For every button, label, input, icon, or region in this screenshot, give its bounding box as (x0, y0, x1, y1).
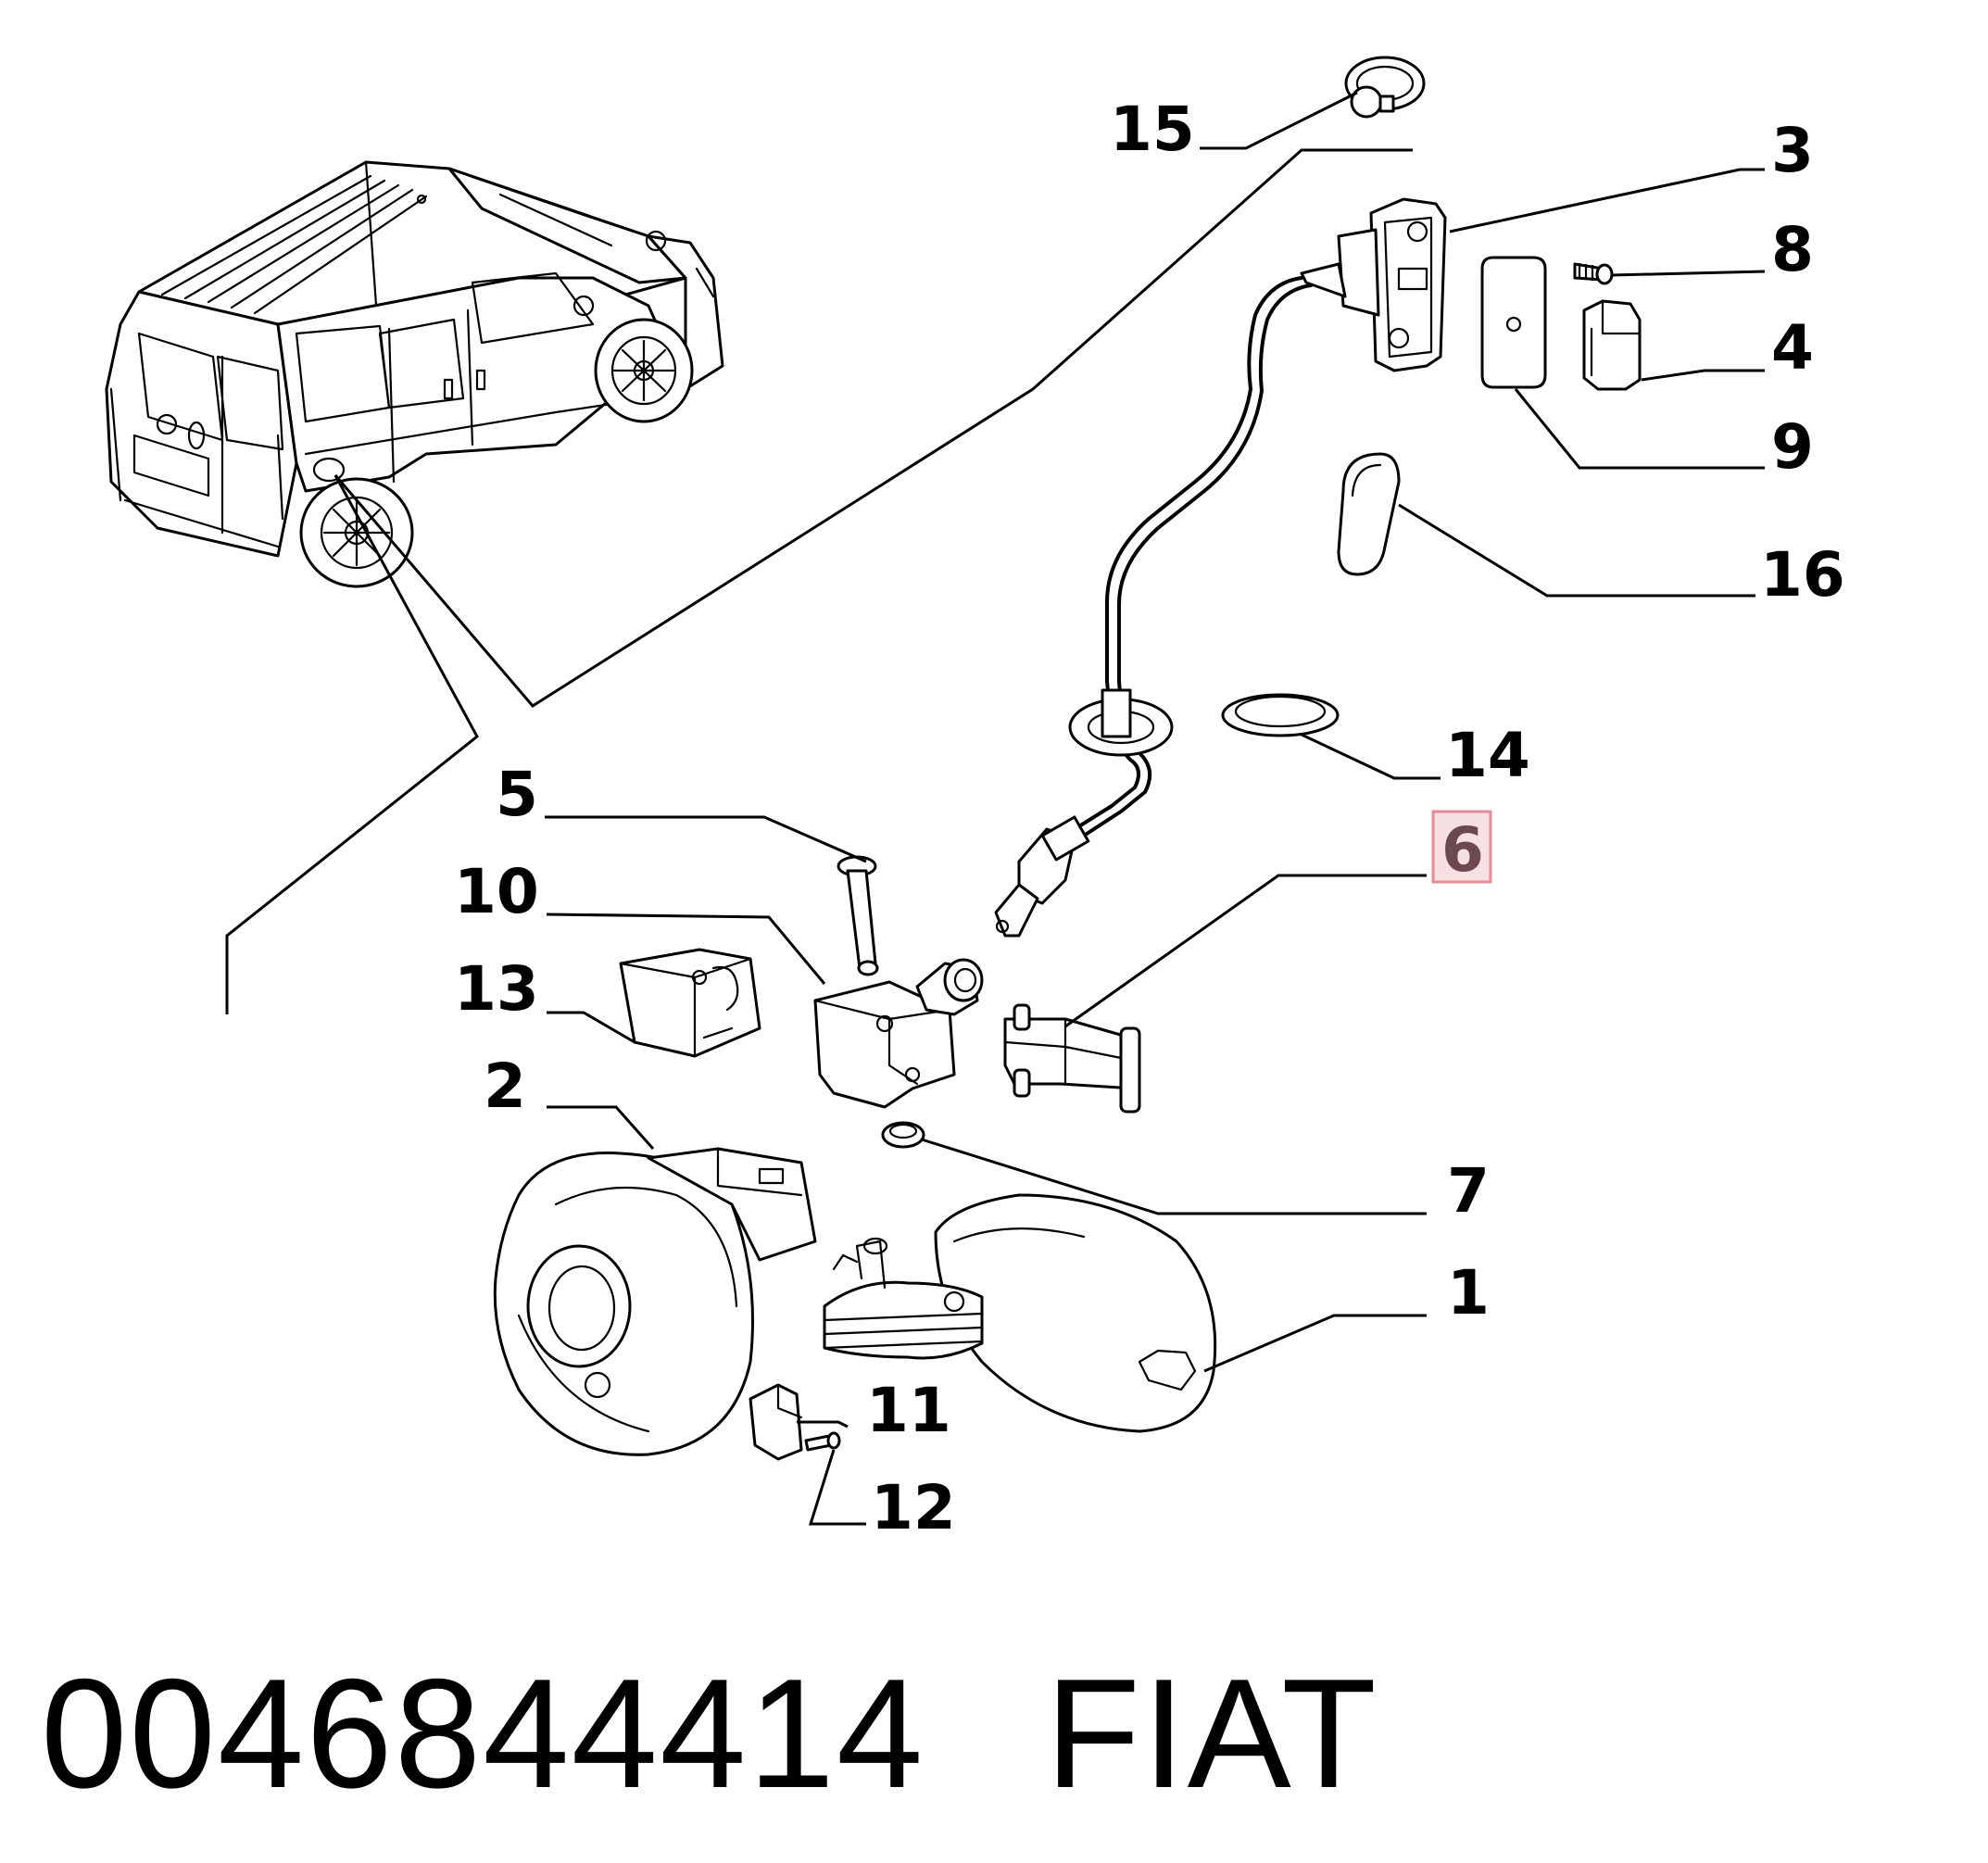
part-number: 0046844414 (41, 1646, 925, 1820)
callout-8: 8 (1771, 214, 1814, 285)
part-6-hinge (1003, 1003, 1141, 1114)
zoom-guide-lines (225, 148, 1413, 1014)
callout-5: 5 (496, 759, 538, 830)
part-11-clip (749, 1383, 803, 1461)
callout-7: 7 (1447, 1155, 1490, 1227)
callout-16: 16 (1760, 539, 1845, 611)
part-16-oval-cover (1337, 452, 1401, 576)
part-9-pad (1480, 256, 1547, 389)
part-13-bracket (619, 948, 761, 1058)
part-3-release-housing (1300, 197, 1447, 372)
callout-15: 15 (1110, 94, 1195, 165)
part-5-pin (837, 855, 879, 976)
callout-11: 11 (866, 1375, 951, 1446)
callout-3: 3 (1771, 115, 1814, 186)
callout-13: 13 (454, 953, 539, 1025)
brand-name: FIAT (1045, 1646, 1378, 1820)
part-caption: 0046844414 FIAT (41, 1644, 1378, 1823)
part-15-cable-clip (1344, 56, 1426, 119)
part-12-screw (804, 1431, 841, 1452)
part-10-hinge-bracket (813, 958, 984, 1109)
vehicle-illustration (105, 160, 724, 588)
part-14-grommet (1221, 693, 1340, 737)
part-8-screw (1573, 262, 1614, 285)
callout-12: 12 (871, 1472, 956, 1543)
part-2-filler-housing (493, 1147, 817, 1456)
callout-1: 1 (1447, 1257, 1490, 1328)
release-cable (994, 276, 1313, 938)
part-1-fuel-flap (823, 1193, 1217, 1433)
callout-14: 14 (1445, 720, 1530, 791)
part-7-bump-stop (881, 1121, 925, 1149)
callout-6-highlight (1431, 810, 1492, 884)
callout-10: 10 (454, 856, 539, 927)
leader-lines (545, 91, 1766, 1526)
callout-2: 2 (484, 1051, 526, 1122)
part-4-cap (1582, 299, 1642, 391)
callout-6: 6 (1441, 814, 1484, 886)
callout-4: 4 (1771, 312, 1814, 384)
callout-labels: 15 3 8 4 9 16 14 6 5 10 13 2 7 1 11 12 (454, 94, 1845, 1543)
callout-9: 9 (1771, 411, 1814, 483)
